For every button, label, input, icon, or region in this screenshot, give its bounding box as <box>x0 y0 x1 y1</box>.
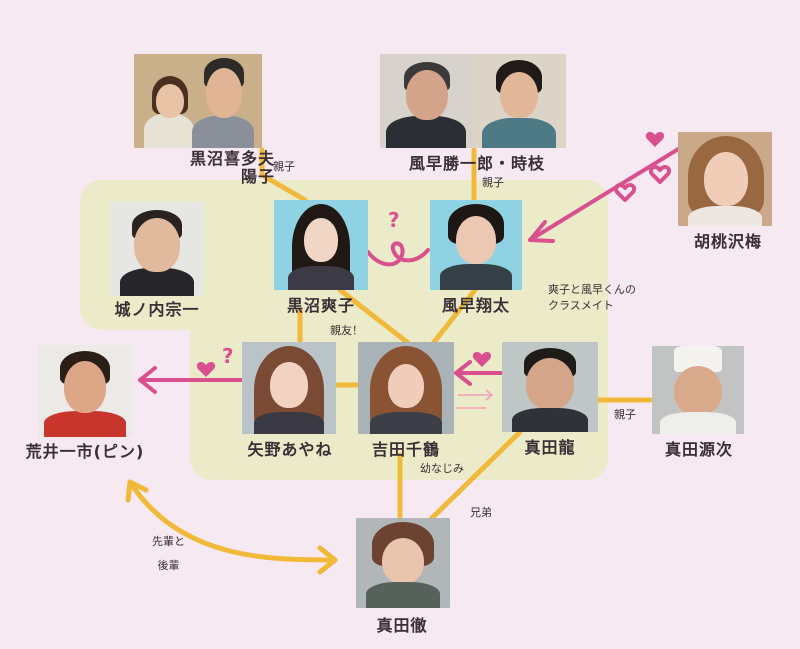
photo-jonouchi <box>110 202 204 296</box>
arrow-head-chizuru <box>454 360 472 386</box>
label-oyako-kazehaya: 親子 <box>482 176 504 189</box>
name-toru: 真田徹 <box>376 616 428 635</box>
name-kuronuma-parents: 黒沼喜多夫 陽子 <box>165 150 275 186</box>
heart-curve-sawako-shota <box>366 241 430 267</box>
heart-ryu-icon <box>472 352 492 367</box>
photo-kurumizawa <box>678 132 772 226</box>
photo-pin <box>38 345 132 437</box>
heart-kurumizawa-icon-2 <box>614 183 636 202</box>
name-ryu: 真田龍 <box>524 438 576 457</box>
photo-chizuru <box>358 342 454 434</box>
arrow-head-toru <box>317 545 338 575</box>
photo-toru <box>356 518 450 608</box>
photo-ayane <box>242 342 336 434</box>
heart-pin-icon <box>196 362 216 377</box>
arrow-kurumizawa-shota <box>528 146 682 242</box>
arrow-head-shota <box>528 220 555 243</box>
photo-kazehaya-mother <box>472 54 566 148</box>
line-kuronuma-parents-down <box>259 172 308 203</box>
label-classmate: 爽子と風早くんの クラスメイト <box>548 283 636 312</box>
label-osananajimi: 幼なじみ <box>420 462 464 475</box>
arrow-head-pin-up <box>125 479 149 503</box>
name-kuronuma-parents-text: 黒沼喜多夫 陽子 <box>189 149 275 186</box>
label-kyodai: 兄弟 <box>470 506 492 519</box>
label-oyako-kuronuma: 親子 <box>273 160 295 173</box>
arrow-head-pin <box>138 366 157 394</box>
heart-kurumizawa-icon-1 <box>645 132 665 147</box>
line-ryu-toru <box>427 429 523 523</box>
name-pin: 荒井一市(ピン) <box>25 442 145 461</box>
arrow-pin-toru <box>127 479 338 563</box>
label-senpai: 先輩と 後輩 <box>152 535 185 572</box>
photo-kazehaya-father <box>380 54 472 148</box>
name-chizuru: 吉田千鶴 <box>371 440 440 459</box>
photo-ryu <box>502 342 598 432</box>
name-ayane: 矢野あやね <box>247 440 333 459</box>
name-shota: 風早翔太 <box>441 296 510 315</box>
name-sawako: 黒沼爽子 <box>286 296 355 315</box>
label-shinyu: 親友！ <box>330 324 363 337</box>
photo-sawako <box>274 200 368 290</box>
question-mark-sawako-shota: ? <box>388 208 400 232</box>
question-mark-ayane-pin: ? <box>222 344 234 368</box>
name-jonouchi: 城ノ内宗一 <box>114 300 200 319</box>
name-kazehaya-parents: 風早勝一郎・時枝 <box>408 154 545 173</box>
heart-kurumizawa-icon-3 <box>649 165 671 184</box>
photo-shota <box>430 200 522 290</box>
label-oyako-sanada: 親子 <box>614 408 636 421</box>
name-genji: 真田源次 <box>664 440 733 459</box>
photo-kuronuma-parents <box>134 54 262 148</box>
name-kurumizawa: 胡桃沢梅 <box>693 232 762 251</box>
photo-genji <box>652 346 744 434</box>
